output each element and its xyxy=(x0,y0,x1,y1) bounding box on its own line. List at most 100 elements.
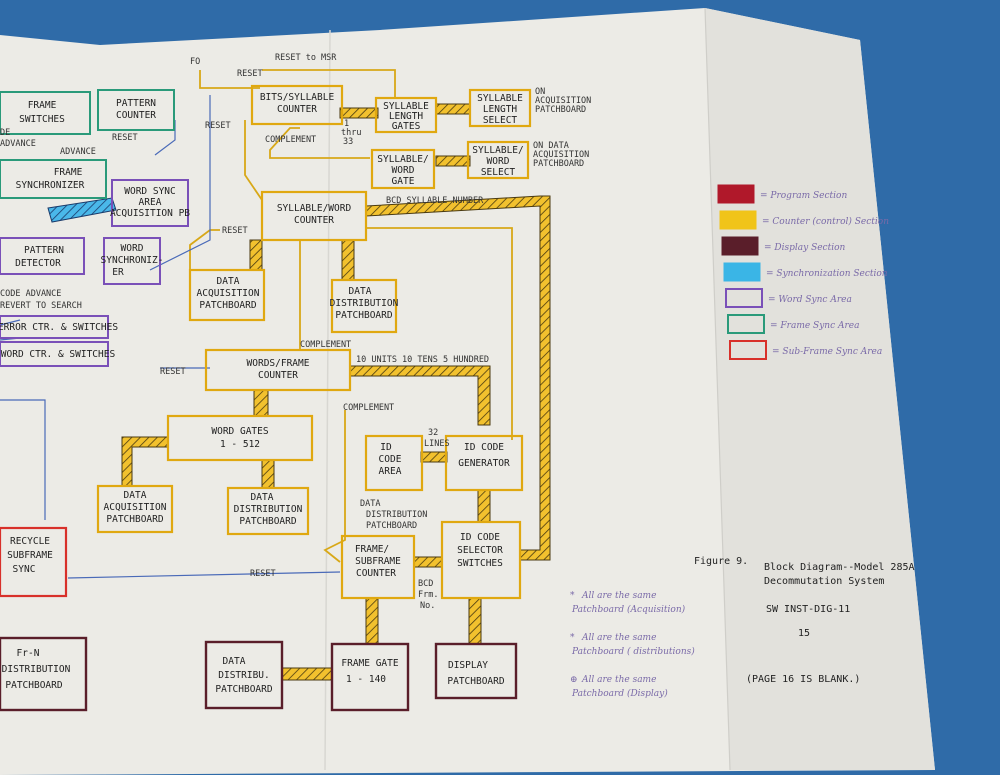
box-label: COUNTER xyxy=(294,215,334,226)
note-symbol: ⊕ xyxy=(570,675,578,685)
doc-id: SW INST-DIG-11 xyxy=(766,604,850,615)
note-line: Patchboard ( distributions) xyxy=(571,646,695,657)
box-label: AREA xyxy=(139,197,162,208)
frame-synchronizer-box: FRAME SYNCHRONIZER xyxy=(0,159,107,199)
bcd-frm-label: BCD xyxy=(418,579,433,589)
box-label: SYLLABLE/WORD xyxy=(277,203,352,214)
bus xyxy=(261,459,275,489)
box-label: SYLLABLE xyxy=(383,101,429,112)
box-label: ID xyxy=(380,442,392,453)
legend-swatch xyxy=(723,262,761,282)
box-label: WORD CTR. & SWITCHES xyxy=(1,349,116,360)
legend-label: = Word Sync Area xyxy=(768,295,852,305)
on-acq-label: PATCHBOARD xyxy=(535,105,586,115)
box-label: DATA xyxy=(223,656,246,667)
box-label: 1 - 140 xyxy=(346,674,386,685)
reset-label: RESET xyxy=(237,69,263,79)
on-data-label: PATCHBOARD xyxy=(533,159,584,169)
box-label: SUBFRAME xyxy=(7,550,53,561)
box-label: COUNTER xyxy=(277,104,317,115)
box-label: ERROR CTR. & SWITCHES xyxy=(0,322,118,333)
box-label: FRAME/ xyxy=(355,544,389,555)
bus xyxy=(435,155,471,167)
box-label: SWITCHES xyxy=(457,558,503,569)
units-tens-label: 10 UNITS 10 TENS 5 HUNDRED xyxy=(356,355,489,365)
lines-label: LINES xyxy=(424,439,450,449)
bus xyxy=(477,489,491,523)
box-label: SELECT xyxy=(481,167,516,178)
box-label: SELECTOR xyxy=(457,545,503,556)
reset-label: RESET xyxy=(112,133,138,143)
box-label: AREA xyxy=(379,466,402,477)
note-symbol: * xyxy=(570,633,575,643)
box-label: ID CODE xyxy=(464,442,504,453)
box-label: 1 - 512 xyxy=(220,439,260,450)
syllable-length-select-box: SYLLABLE LENGTH SELECT xyxy=(468,88,532,128)
bcd-frm-label: Frm. xyxy=(418,590,438,600)
box-label: PATTERN xyxy=(116,98,156,109)
box-label: SUBFRAME xyxy=(355,556,401,567)
syllable-word-select-box: SYLLABLE/ WORD SELECT xyxy=(466,140,530,180)
recycle-subframe-sync-box: RECYCLE SUBFRAME SYNC xyxy=(0,526,68,598)
note-line: All are the same xyxy=(581,591,656,601)
box-label: SYNCHRONIZER xyxy=(16,180,85,191)
bus xyxy=(413,556,443,568)
bus xyxy=(420,451,448,463)
word-synchronizer-box: WORD SYNCHRONIZ- ER xyxy=(101,237,164,285)
box-label: SYLLABLE xyxy=(477,93,523,104)
reset-to-msr-label: RESET to MSR xyxy=(275,53,337,63)
id-code-selector-box: ID CODE SELECTOR SWITCHES xyxy=(440,520,522,600)
advance-label: ADVANCE xyxy=(0,139,36,149)
control-lines xyxy=(189,69,513,563)
box-label: DISTRIBUTION xyxy=(330,298,399,309)
box-label: LENGTH xyxy=(389,111,424,122)
bcd-frm-label: No. xyxy=(420,601,435,611)
thru-label: thru xyxy=(341,128,361,138)
data-dist-label: DATA xyxy=(360,499,380,509)
code-advance-label: CODE ADVANCE xyxy=(0,289,61,299)
box-label: ACQUISITION xyxy=(104,502,167,513)
figure-number: Figure 9. xyxy=(694,556,748,567)
box-label: SYLLABLE/ xyxy=(377,154,428,165)
on-data-label: ON DATA xyxy=(533,141,569,151)
legend-label: = Synchronization Section xyxy=(766,269,888,279)
legend-swatch xyxy=(721,236,759,256)
pattern-counter-box: PATTERN COUNTER xyxy=(97,89,175,131)
legend-swatch xyxy=(729,340,767,360)
box-label: SWITCHES xyxy=(19,114,65,125)
box-label: PATCHBOARD xyxy=(106,514,163,525)
box-label: DISPLAY xyxy=(448,660,488,671)
legend-label: = Display Section xyxy=(764,243,846,253)
frame-subframe-counter-box: FRAME/ SUBFRAME COUNTER xyxy=(340,534,416,600)
box-label: SYNCHRONIZ- xyxy=(101,255,164,266)
id-code-area-box: ID CODE AREA xyxy=(364,434,424,492)
legend-swatch xyxy=(727,314,765,334)
legend-label: = Frame Sync Area xyxy=(770,321,859,331)
bus xyxy=(341,239,355,281)
box-label: DATA xyxy=(251,492,274,503)
advance-label: ADVANCE xyxy=(60,147,96,157)
data-dist-label: DISTRIBUTION xyxy=(366,510,427,520)
reset-label: RESET xyxy=(160,367,186,377)
box-label: SELECT xyxy=(483,115,518,126)
box-label: DISTRIBU. xyxy=(218,670,269,681)
box-label: COUNTER xyxy=(356,568,396,579)
box-label: PATCHBOARD xyxy=(5,680,62,691)
pattern-detector-box: PATTERN DETECTOR xyxy=(0,237,85,275)
bus xyxy=(365,597,379,645)
box-label: FRAME xyxy=(54,167,83,178)
box-label: DATA xyxy=(349,286,372,297)
box-label: GATES xyxy=(392,121,421,132)
thru-label: 1 xyxy=(344,119,349,129)
paper-crease xyxy=(704,7,731,771)
box-label: ID CODE xyxy=(460,532,500,543)
fr-n-distribution-box: Fr-N DISTRIBUTION PATCHBOARD xyxy=(0,636,88,712)
paper-crease xyxy=(324,29,331,771)
thru-label: 33 xyxy=(343,137,353,147)
on-data-label: ACQUISITION xyxy=(533,150,589,160)
bits-syllable-counter-box: BITS/SYLLABLE COUNTER xyxy=(250,84,344,126)
box-label: COUNTER xyxy=(116,110,156,121)
lines-label: 32 xyxy=(428,428,438,438)
